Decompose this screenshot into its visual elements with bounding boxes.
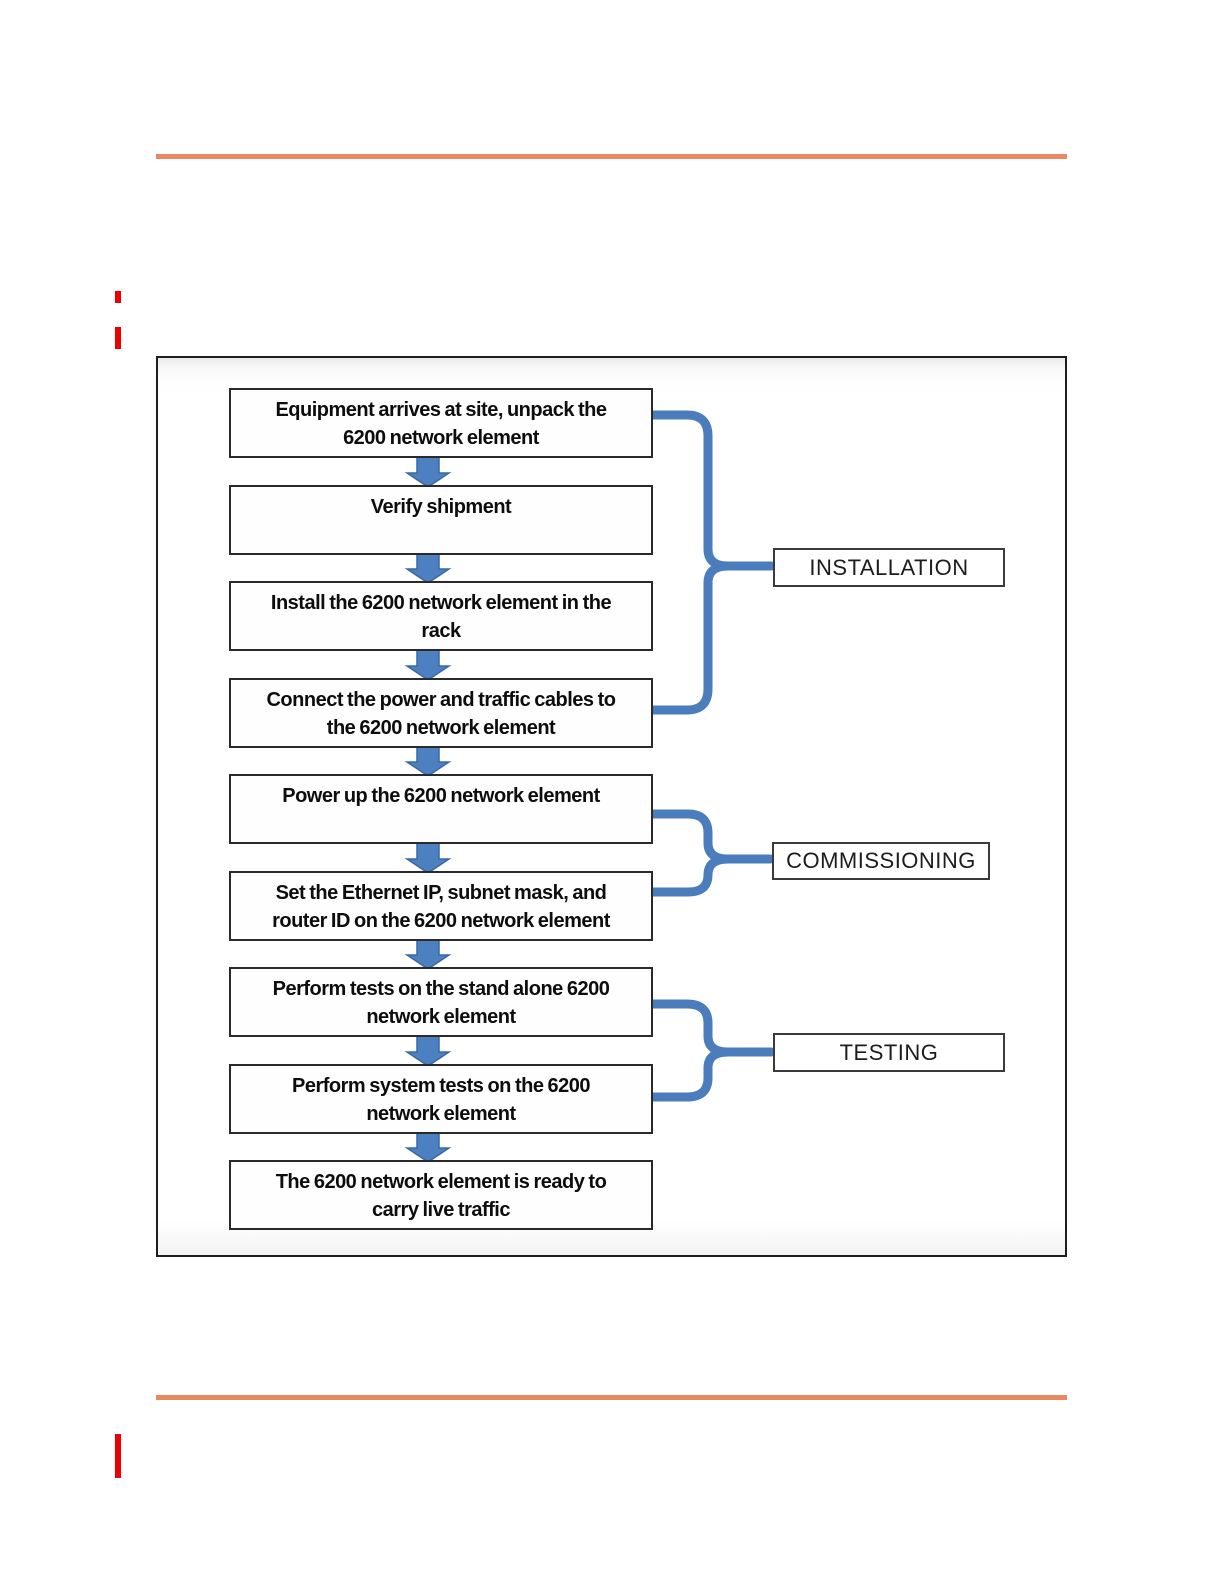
revision-bar-1 [115,291,121,303]
flow-arrow-down-icon [404,841,452,874]
flow-step-label: Set the Ethernet IP, subnet mask, and ro… [272,882,610,932]
phase-label-testing: TESTING [773,1033,1005,1072]
flow-step-label: Power up the 6200 network element [282,785,600,807]
flow-step-box: Perform tests on the stand alone 6200 ne… [229,967,653,1037]
phase-label-commissioning: COMMISSIONING [772,842,990,880]
flow-step-box: Set the Ethernet IP, subnet mask, and ro… [229,871,653,941]
flow-arrow-down-icon [404,745,452,777]
revision-bar-3 [115,1434,121,1478]
figure-flowchart-panel: Equipment arrives at site, unpack the 62… [156,356,1067,1257]
flow-arrow-down-icon [404,552,452,584]
flow-arrow-down-icon [404,1131,452,1163]
revision-bar-2 [115,327,121,349]
flow-step-box: The 6200 network element is ready to car… [229,1160,653,1230]
top-horizontal-rule [156,154,1067,159]
flow-step-box: Power up the 6200 network element [229,774,653,844]
bottom-horizontal-rule [156,1395,1067,1400]
flow-step-box: Verify shipment [229,485,653,555]
flow-step-label: Perform system tests on the 6200 network… [291,1075,591,1125]
flow-arrow-down-icon [404,648,452,681]
brace-commissioning [648,809,775,897]
flow-step-label: Connect the power and traffic cables to … [266,689,616,739]
flow-step-box: Perform system tests on the 6200 network… [229,1064,653,1134]
flow-step-label: Perform tests on the stand alone 6200 ne… [272,978,610,1028]
flow-arrow-down-icon [404,455,452,488]
flowchart-connectors [404,410,776,1163]
flow-step-label: Install the 6200 network element in the … [270,592,612,642]
flow-arrow-down-icon [404,938,452,970]
flow-step-label: Verify shipment [370,496,512,518]
brace-installation [648,410,776,715]
flow-step-label: Equipment arrives at site, unpack the 62… [275,399,607,449]
flow-step-label: The 6200 network element is ready to car… [275,1171,607,1221]
phase-label-installation: INSTALLATION [773,548,1005,587]
flow-step-box: Connect the power and traffic cables to … [229,678,653,748]
flow-arrow-down-icon [404,1034,452,1067]
brace-testing [648,999,776,1102]
flow-step-box: Equipment arrives at site, unpack the 62… [229,388,653,458]
flow-step-box: Install the 6200 network element in the … [229,581,653,651]
